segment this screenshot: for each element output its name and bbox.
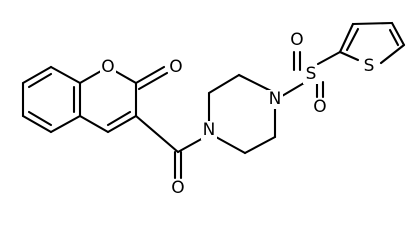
- atom-labels: O O O N N S O O S: [100, 30, 377, 198]
- bond: [78, 114, 110, 134]
- thiophene-ring: [338, 21, 406, 65]
- atom-label-background: [168, 58, 184, 77]
- benzene-ring: [21, 65, 82, 134]
- bond: [176, 135, 207, 154]
- ring-oxygen-label: O: [101, 57, 114, 77]
- bond: [21, 65, 53, 85]
- sulfonyl-oxygen-top-label: O: [290, 30, 303, 50]
- bond: [21, 114, 53, 134]
- bond: [49, 65, 82, 85]
- bond: [379, 43, 406, 65]
- sulfonyl-oxygen-bottom-label: O: [313, 97, 326, 117]
- bond: [214, 135, 247, 155]
- sulfonyl-group: [280, 50, 342, 99]
- bond: [134, 114, 180, 154]
- bond: [390, 21, 406, 47]
- bond: [316, 50, 342, 66]
- bond: [49, 114, 82, 134]
- piperazine-n-left-label: N: [203, 120, 216, 140]
- thiophene-sulfur-label: S: [364, 56, 375, 76]
- lactone-oxygen-label: O: [169, 57, 182, 77]
- atom-label-background: [303, 65, 319, 84]
- double-bond-inner: [27, 72, 53, 89]
- atom-label-background: [267, 90, 283, 109]
- bond: [106, 114, 138, 134]
- atom-label-background: [201, 121, 217, 140]
- amide-carbonyl: [134, 114, 207, 180]
- bond: [280, 81, 306, 98]
- piperazine-n-right-label: N: [269, 89, 282, 109]
- atom-label-background: [100, 58, 116, 77]
- atom-label-background: [289, 31, 305, 50]
- bond: [207, 73, 241, 95]
- bond: [351, 21, 394, 26]
- bond: [134, 65, 166, 85]
- piperazine-ring: [207, 73, 277, 155]
- double-bond-inner: [27, 110, 53, 127]
- chemical-structure-diagram: O O O N N S O O S: [21, 21, 406, 198]
- bond: [243, 135, 277, 155]
- double-bond-inner: [388, 28, 400, 47]
- sulfonyl-sulfur-label: S: [306, 64, 317, 84]
- double-bond-inner: [345, 27, 360, 52]
- double-bond-inner: [106, 110, 132, 127]
- bond: [137, 71, 169, 91]
- carbonyl-oxygen-label: O: [171, 178, 184, 198]
- pyranone-ring: [78, 65, 169, 134]
- bond: [338, 22, 355, 54]
- bond: [338, 50, 360, 62]
- atom-label-background: [312, 98, 328, 117]
- atom-label-background: [361, 57, 377, 76]
- atom-label-background: [170, 179, 186, 198]
